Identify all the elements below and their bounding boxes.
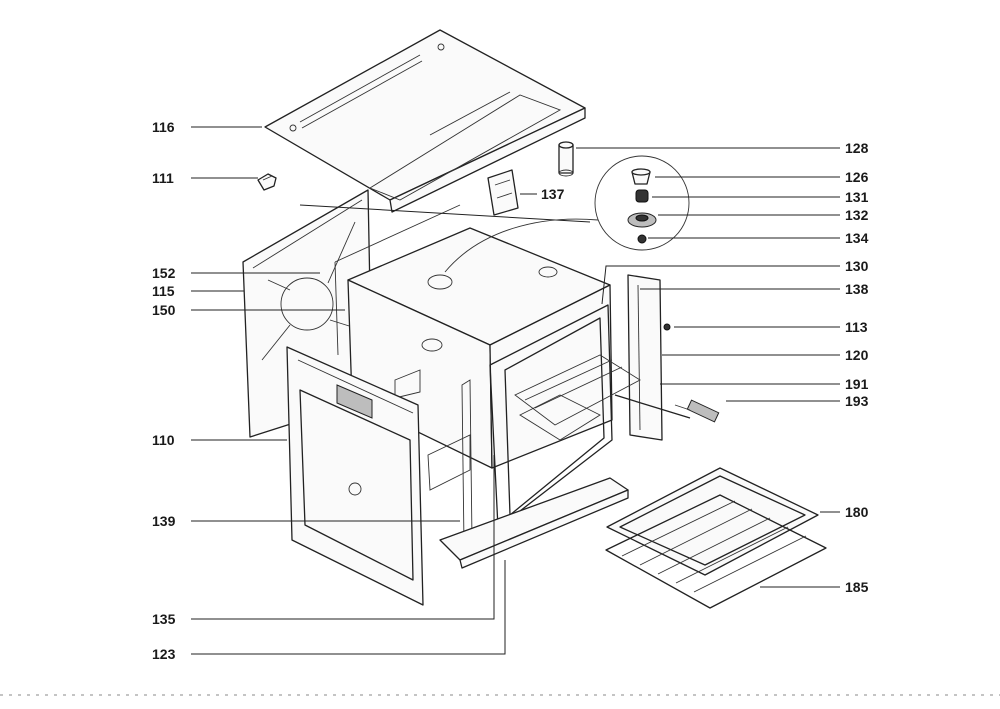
front-frame: [461, 274, 663, 546]
bracket-part: [487, 169, 519, 216]
label-180: 180: [845, 504, 869, 520]
probe-part: [614, 394, 720, 423]
label-110: 110: [152, 432, 175, 448]
wire-rack: [605, 494, 827, 609]
label-137: 137: [541, 186, 565, 202]
base-plate: [427, 434, 629, 569]
label-123: 123: [152, 646, 176, 662]
baking-tray: [606, 467, 819, 576]
label-138: 138: [845, 281, 869, 297]
label-139: 139: [152, 513, 176, 529]
nut-part: [663, 323, 671, 331]
top-cover-plate: [264, 29, 586, 213]
label-130: 130: [845, 258, 869, 274]
front-door: [286, 346, 424, 606]
label-120: 120: [845, 347, 869, 363]
label-115: 115: [152, 283, 175, 299]
label-134: 134: [845, 230, 869, 246]
label-111: 111: [152, 170, 174, 186]
label-113: 113: [845, 319, 868, 335]
lamp-assembly: [594, 155, 690, 251]
label-135: 135: [152, 611, 176, 627]
label-128: 128: [845, 140, 869, 156]
leader-lines: [191, 126, 840, 655]
label-116: 116: [152, 119, 175, 135]
label-185: 185: [845, 579, 869, 595]
label-193: 193: [845, 393, 869, 409]
label-132: 132: [845, 207, 869, 223]
label-191: 191: [845, 376, 869, 392]
cylinder-part: [558, 141, 574, 177]
label-126: 126: [845, 169, 869, 185]
label-150: 150: [152, 302, 176, 318]
oven-cavity: [334, 204, 613, 469]
label-131: 131: [845, 189, 869, 205]
clip-part: [257, 173, 277, 191]
label-152: 152: [152, 265, 176, 281]
